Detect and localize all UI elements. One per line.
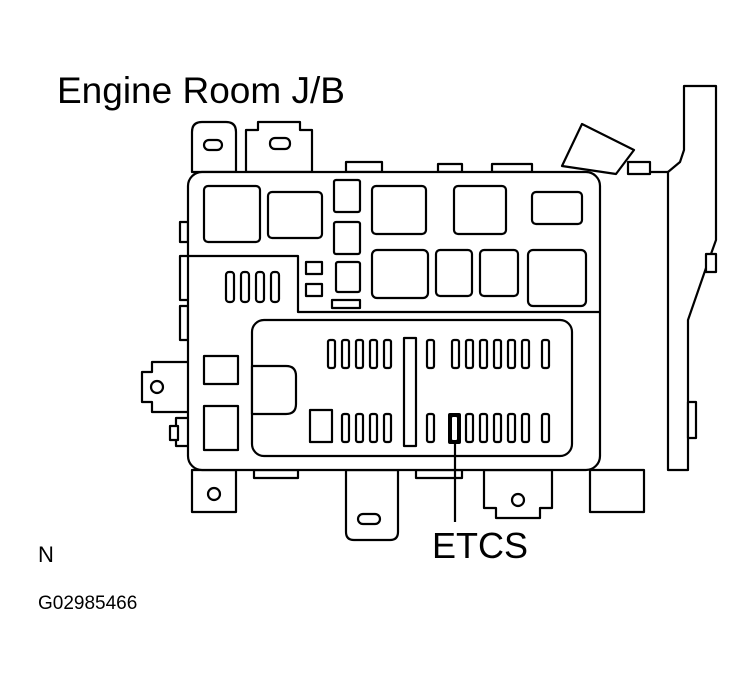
relay bbox=[202, 184, 262, 244]
relay bbox=[434, 248, 474, 298]
fuse bbox=[520, 412, 531, 444]
mounting-arm bbox=[666, 84, 718, 472]
arm-tab bbox=[704, 252, 718, 274]
fuse bbox=[506, 412, 517, 444]
fuse bbox=[368, 338, 379, 370]
mount-hole bbox=[510, 492, 526, 508]
relay-small bbox=[202, 354, 240, 386]
mini-fuse bbox=[269, 270, 281, 304]
fuse bbox=[520, 338, 531, 370]
inner-step-line bbox=[188, 254, 600, 314]
relay bbox=[266, 190, 324, 240]
fuse-bar bbox=[330, 298, 362, 310]
fuse bbox=[340, 412, 351, 444]
relay-small bbox=[202, 404, 240, 452]
relay bbox=[452, 184, 508, 236]
left-mount-ear bbox=[140, 360, 192, 414]
fuse bbox=[464, 412, 475, 444]
small-fuse bbox=[304, 282, 324, 298]
fuse-block bbox=[332, 220, 362, 256]
fuse bbox=[326, 338, 337, 370]
left-clip bbox=[178, 304, 190, 342]
relay bbox=[370, 184, 428, 236]
left-clip bbox=[168, 424, 180, 442]
fuse bbox=[464, 338, 475, 370]
relay bbox=[478, 248, 520, 298]
tab-hole bbox=[202, 138, 224, 152]
angled-connector bbox=[560, 122, 636, 176]
bottom-connector bbox=[588, 468, 646, 514]
fuse bbox=[425, 338, 436, 370]
fuse bbox=[382, 412, 393, 444]
fuse bbox=[425, 412, 436, 444]
top-connector-stub bbox=[490, 162, 534, 174]
fuse-block bbox=[334, 260, 362, 294]
mini-fuse bbox=[224, 270, 236, 304]
tab-hole bbox=[356, 512, 382, 526]
diagram-title: Engine Room J/B bbox=[57, 70, 345, 111]
relay bbox=[370, 248, 430, 300]
figure-id: G02985466 bbox=[38, 593, 138, 614]
panel-latch bbox=[250, 364, 298, 416]
orientation-mark: N bbox=[38, 542, 54, 567]
top-connector-stub bbox=[436, 162, 464, 174]
fuse bbox=[540, 412, 551, 444]
small-fuse bbox=[304, 260, 324, 276]
arm-clip bbox=[686, 400, 698, 440]
mini-fuse bbox=[239, 270, 251, 304]
fuse bbox=[506, 338, 517, 370]
fuse bbox=[492, 412, 503, 444]
fuse bbox=[368, 412, 379, 444]
fuse bbox=[354, 338, 365, 370]
fuse bbox=[354, 412, 365, 444]
fuse bbox=[450, 338, 461, 370]
upper-fuse-row bbox=[326, 338, 551, 370]
fuse bbox=[478, 338, 489, 370]
side-clip bbox=[626, 160, 652, 176]
relay bbox=[526, 248, 588, 308]
fuse bbox=[492, 338, 503, 370]
etcs-callout-label: ETCS bbox=[432, 525, 529, 566]
lower-fuse-row bbox=[340, 412, 551, 444]
panel-divider-bar bbox=[402, 336, 418, 448]
tab-hole bbox=[268, 136, 292, 151]
top-connector-stub bbox=[344, 160, 384, 174]
left-clip bbox=[178, 220, 190, 244]
panel-square bbox=[308, 408, 334, 444]
fuse bbox=[382, 338, 393, 370]
relay bbox=[530, 190, 584, 226]
bottom-tab-middle bbox=[344, 468, 400, 542]
mount-hole bbox=[206, 486, 222, 502]
etcs-fuse-core bbox=[452, 417, 457, 440]
fuse bbox=[340, 338, 351, 370]
bottom-connector-stub bbox=[252, 468, 300, 480]
fuse bbox=[478, 412, 489, 444]
fuse bbox=[540, 338, 551, 370]
mini-fuse bbox=[254, 270, 266, 304]
fuse-block bbox=[332, 178, 362, 214]
etcs-fuse bbox=[448, 413, 461, 444]
mount-hole bbox=[149, 379, 165, 395]
